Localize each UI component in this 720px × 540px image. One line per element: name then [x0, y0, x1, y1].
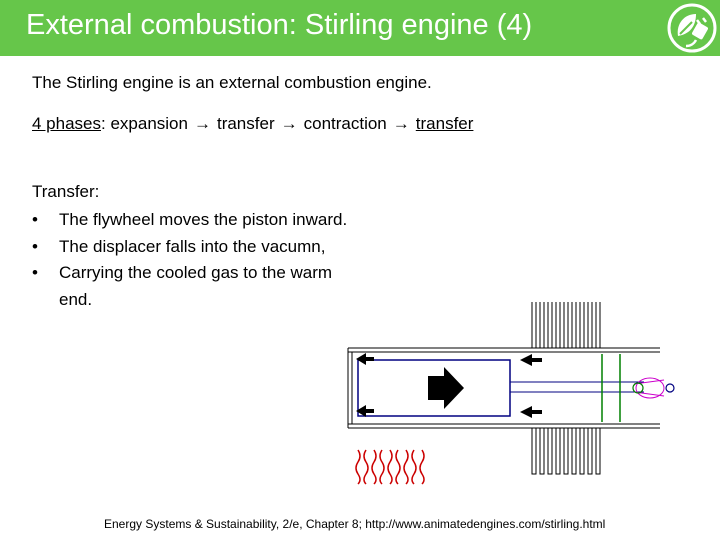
phase-arrow-icon: →: [193, 114, 211, 133]
title-bar: External combustion: Stirling engine (4): [0, 0, 720, 56]
phases-separator: :: [101, 114, 111, 133]
connecting-rods: [510, 354, 644, 422]
gas-flow-arrow-icon: [356, 405, 374, 417]
crank-pin-icon: [632, 382, 644, 394]
displacer-block: [357, 359, 511, 417]
phase-arrow-icon: →: [392, 114, 410, 133]
source-credit: Energy Systems & Sustainability, 2/e, Ch…: [104, 517, 606, 531]
bullet-item: The displacer falls into the vacumn,: [32, 234, 352, 261]
phase-item: transfer: [216, 114, 275, 133]
bottom-cooling-fins: [531, 428, 601, 475]
transfer-bullets: The flywheel moves the piston inward. Th…: [32, 207, 352, 313]
phases-label: 4 phases: [32, 114, 101, 133]
phase-item: contraction: [303, 114, 387, 133]
transfer-heading: Transfer:: [32, 182, 100, 201]
gas-flow-arrow-icon: [356, 353, 374, 365]
top-cooling-fins: [531, 302, 601, 349]
crank-pin-icon: [665, 383, 675, 393]
gas-flow-arrow-icon: [520, 354, 542, 366]
phase-arrow-icon: →: [280, 114, 298, 133]
leaf-plug-icon: [667, 3, 717, 53]
phases-line: 4 phases: expansion → transfer → contraction…: [32, 114, 473, 134]
slide-title: External combustion: Stirling engine (4): [26, 9, 533, 41]
gas-flow-arrow-icon: [520, 406, 542, 418]
phase-item: expansion: [110, 114, 188, 133]
phase-item-current: transfer: [415, 114, 474, 133]
intro-text: The Stirling engine is an external combu…: [32, 73, 432, 92]
stirling-engine-diagram: [347, 302, 675, 485]
gas-flow-arrow-icon: [428, 367, 464, 409]
heat-flames: [355, 449, 425, 485]
bullet-item: The flywheel moves the piston inward.: [32, 207, 352, 234]
bullet-item: Carrying the cooled gas to the warm end.: [32, 260, 352, 313]
crank-linkage: [633, 377, 665, 399]
cylinder-wall: [347, 347, 660, 429]
